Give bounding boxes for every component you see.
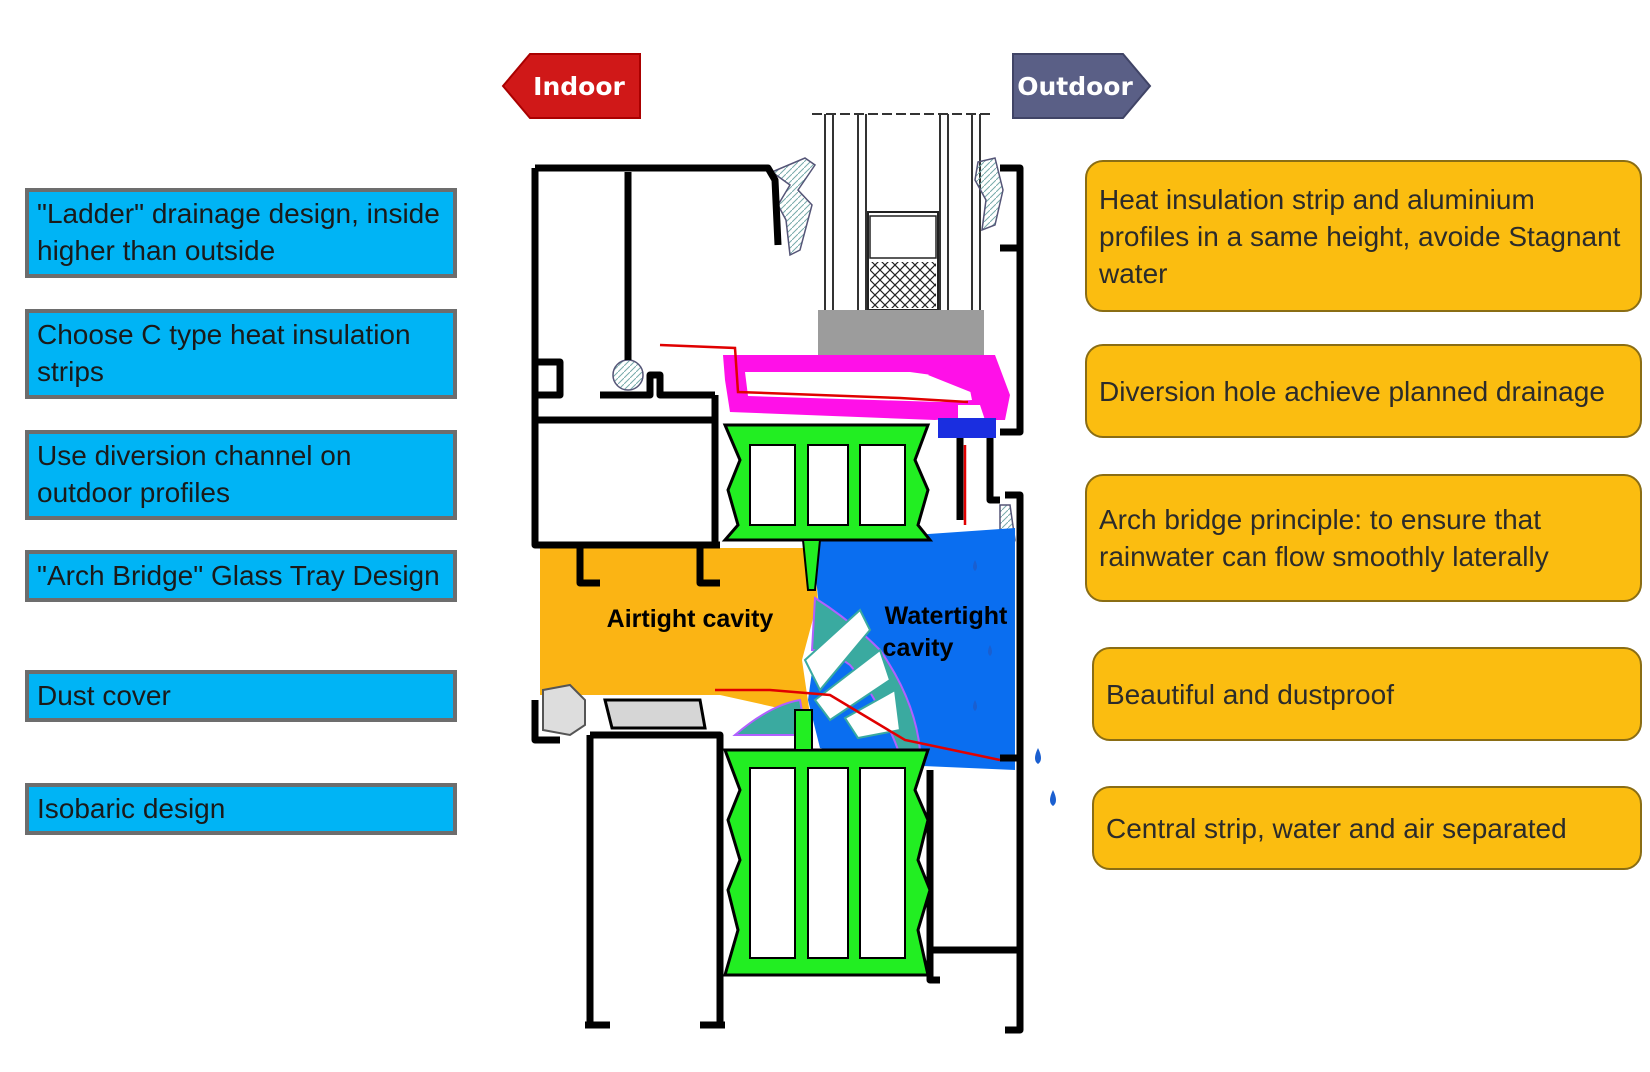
upper-insulation-strips xyxy=(721,423,934,591)
feature-diversion-channel: Use diversion channel on outdoor profile… xyxy=(25,430,457,520)
feature-text: Use diversion channel on outdoor profile… xyxy=(37,440,352,508)
isobaric-seal xyxy=(542,683,586,737)
lower-frame-profile xyxy=(531,700,940,1029)
airtight-cavity xyxy=(540,548,818,715)
feature-text: Choose C type heat insulation strips xyxy=(37,319,411,387)
feature-central-strip: Central strip, water and air separated xyxy=(1092,786,1642,870)
feature-dustproof: Beautiful and dustproof xyxy=(1092,647,1642,741)
feature-text: Arch bridge principle: to ensure that ra… xyxy=(1099,504,1549,572)
feature-diversion-hole: Diversion hole achieve planned drainage xyxy=(1085,344,1642,438)
sash-gasket xyxy=(612,359,644,391)
feature-c-type-strips: Choose C type heat insulation strips xyxy=(25,309,457,399)
feature-text: Heat insulation strip and aluminium prof… xyxy=(1099,183,1621,289)
drainage-path-lines xyxy=(659,343,1001,762)
feature-dust-cover: Dust cover xyxy=(25,670,457,722)
feature-same-height-strip: Heat insulation strip and aluminium prof… xyxy=(1085,160,1642,312)
indoor-label: Indoor xyxy=(533,72,625,101)
feature-text: Dust cover xyxy=(37,680,171,711)
lower-insulation-strips xyxy=(722,709,932,977)
outdoor-label: Outdoor xyxy=(1017,72,1133,101)
feature-text: Isobaric design xyxy=(37,793,226,824)
airtight-cavity-label: Airtight cavity xyxy=(607,605,774,633)
watertight-cavity-label-line1: Watertight xyxy=(885,602,1008,630)
dust-cover xyxy=(603,698,707,730)
water-drops xyxy=(973,560,1056,806)
outdoor-arrow: Outdoor xyxy=(1012,53,1152,119)
tray-arch xyxy=(928,355,978,395)
indoor-arrow: Indoor xyxy=(501,53,641,119)
outer-glazing-gasket xyxy=(974,157,1004,232)
feature-ladder-drainage: "Ladder" drainage design, inside higher … xyxy=(25,188,457,278)
diversion-hole xyxy=(938,418,996,438)
central-strip xyxy=(732,596,922,757)
glass-setting-block xyxy=(818,310,984,358)
feature-text: "Ladder" drainage design, inside higher … xyxy=(37,198,440,266)
feature-text: Diversion hole achieve planned drainage xyxy=(1099,375,1605,407)
feature-arch-bridge-tray: "Arch Bridge" Glass Tray Design xyxy=(25,550,457,602)
watertight-cavity-label-line2: cavity xyxy=(883,634,954,662)
feature-isobaric-design: Isobaric design xyxy=(25,783,457,835)
feature-text: "Arch Bridge" Glass Tray Design xyxy=(37,560,440,591)
feature-text: Beautiful and dustproof xyxy=(1106,678,1394,710)
feature-arch-bridge-principle: Arch bridge principle: to ensure that ra… xyxy=(1085,474,1642,602)
glass-unit xyxy=(812,113,990,312)
glass-spacer xyxy=(867,211,939,311)
feature-text: Central strip, water and air separated xyxy=(1106,812,1567,844)
inner-glazing-gasket xyxy=(770,157,817,257)
upper-sash-profile xyxy=(531,164,782,587)
